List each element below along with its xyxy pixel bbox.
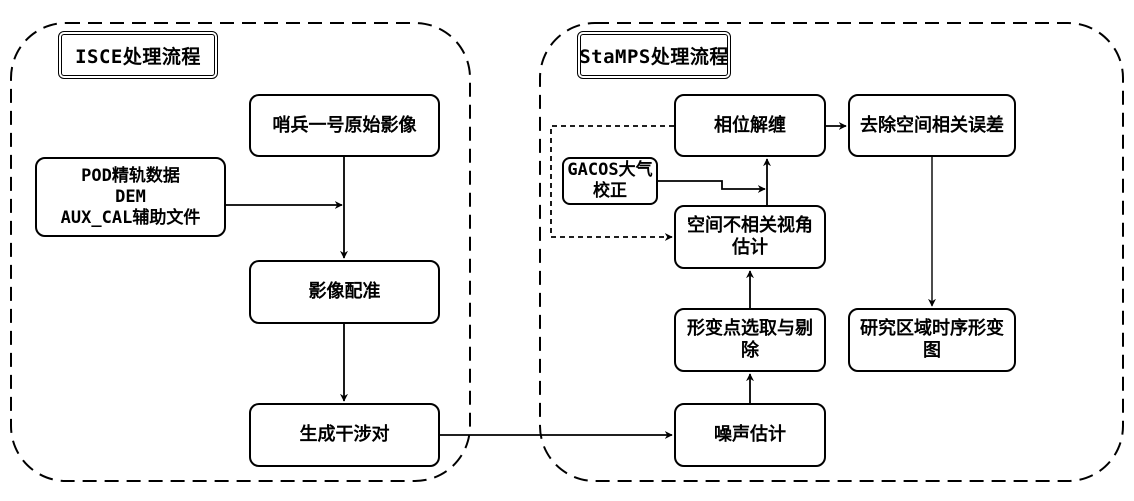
aux-pod-orbit-label: POD精轨数据 bbox=[81, 165, 180, 186]
node-coregistration: 影像配准 bbox=[249, 260, 440, 324]
aux-dem-label: DEM bbox=[115, 186, 146, 207]
isce-group-title: ISCE处理流程 bbox=[58, 31, 218, 79]
isce-group-container bbox=[10, 22, 471, 482]
node-auxiliary-inputs: POD精轨数据 DEM AUX_CAL辅助文件 bbox=[35, 157, 226, 237]
node-noise-estimation: 噪声估计 bbox=[674, 403, 826, 467]
node-remove-spatially-correlated-error: 去除空间相关误差 bbox=[848, 94, 1016, 157]
aux-cal-label: AUX_CAL辅助文件 bbox=[60, 207, 201, 228]
edge-gacos-to-unwrapping bbox=[658, 180, 766, 193]
stamps-group-title: StaMPS处理流程 bbox=[577, 31, 731, 79]
stamps-group-container bbox=[539, 22, 1124, 482]
node-uncorrelated-look-angle-estimation: 空间不相关视角估计 bbox=[674, 205, 826, 269]
node-phase-unwrapping: 相位解缠 bbox=[674, 94, 826, 157]
node-generate-interferograms: 生成干涉对 bbox=[249, 403, 440, 467]
node-sentinel-raw-images: 哨兵一号原始影像 bbox=[249, 94, 440, 157]
node-ps-selection-and-weeding: 形变点选取与剔除 bbox=[674, 308, 826, 372]
node-deformation-time-series-map: 研究区域时序形变图 bbox=[848, 308, 1016, 372]
node-gacos-correction: GACOS大气校正 bbox=[562, 157, 658, 205]
